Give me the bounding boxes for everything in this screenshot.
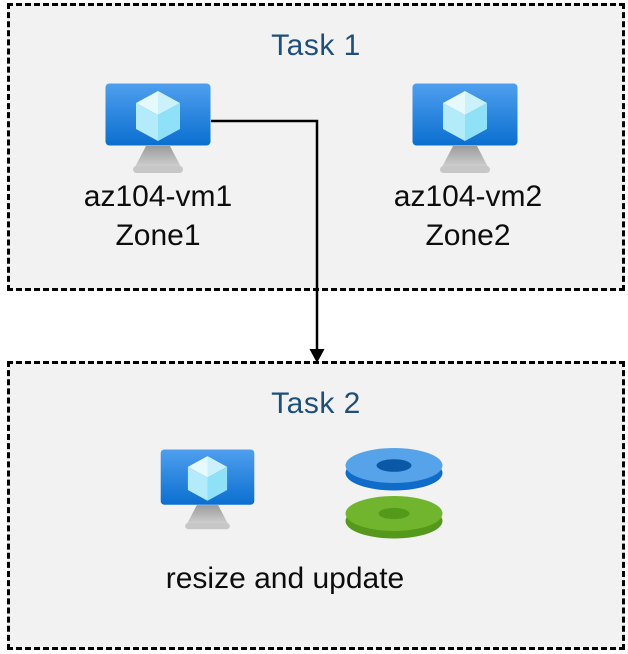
vm1-zone: Zone1 [115, 219, 201, 252]
vm2-name: az104-vm2 [393, 180, 543, 213]
task2-title: Task 2 [271, 387, 361, 420]
task2-box: Task 2 [7, 361, 625, 650]
vm2-zone: Zone2 [425, 219, 511, 252]
vm1-label: az104-vm1 Zone1 [18, 177, 298, 255]
virtual-machine-icon [160, 449, 255, 530]
virtual-machine-icon [105, 83, 211, 173]
virtual-machine-icon [412, 83, 518, 173]
task2-caption: resize and update [165, 562, 405, 595]
task1-title: Task 1 [271, 29, 361, 62]
managed-disks-icon [345, 448, 443, 539]
vm2-label: az104-vm2 Zone2 [328, 177, 608, 255]
vm1-name: az104-vm1 [83, 180, 233, 213]
